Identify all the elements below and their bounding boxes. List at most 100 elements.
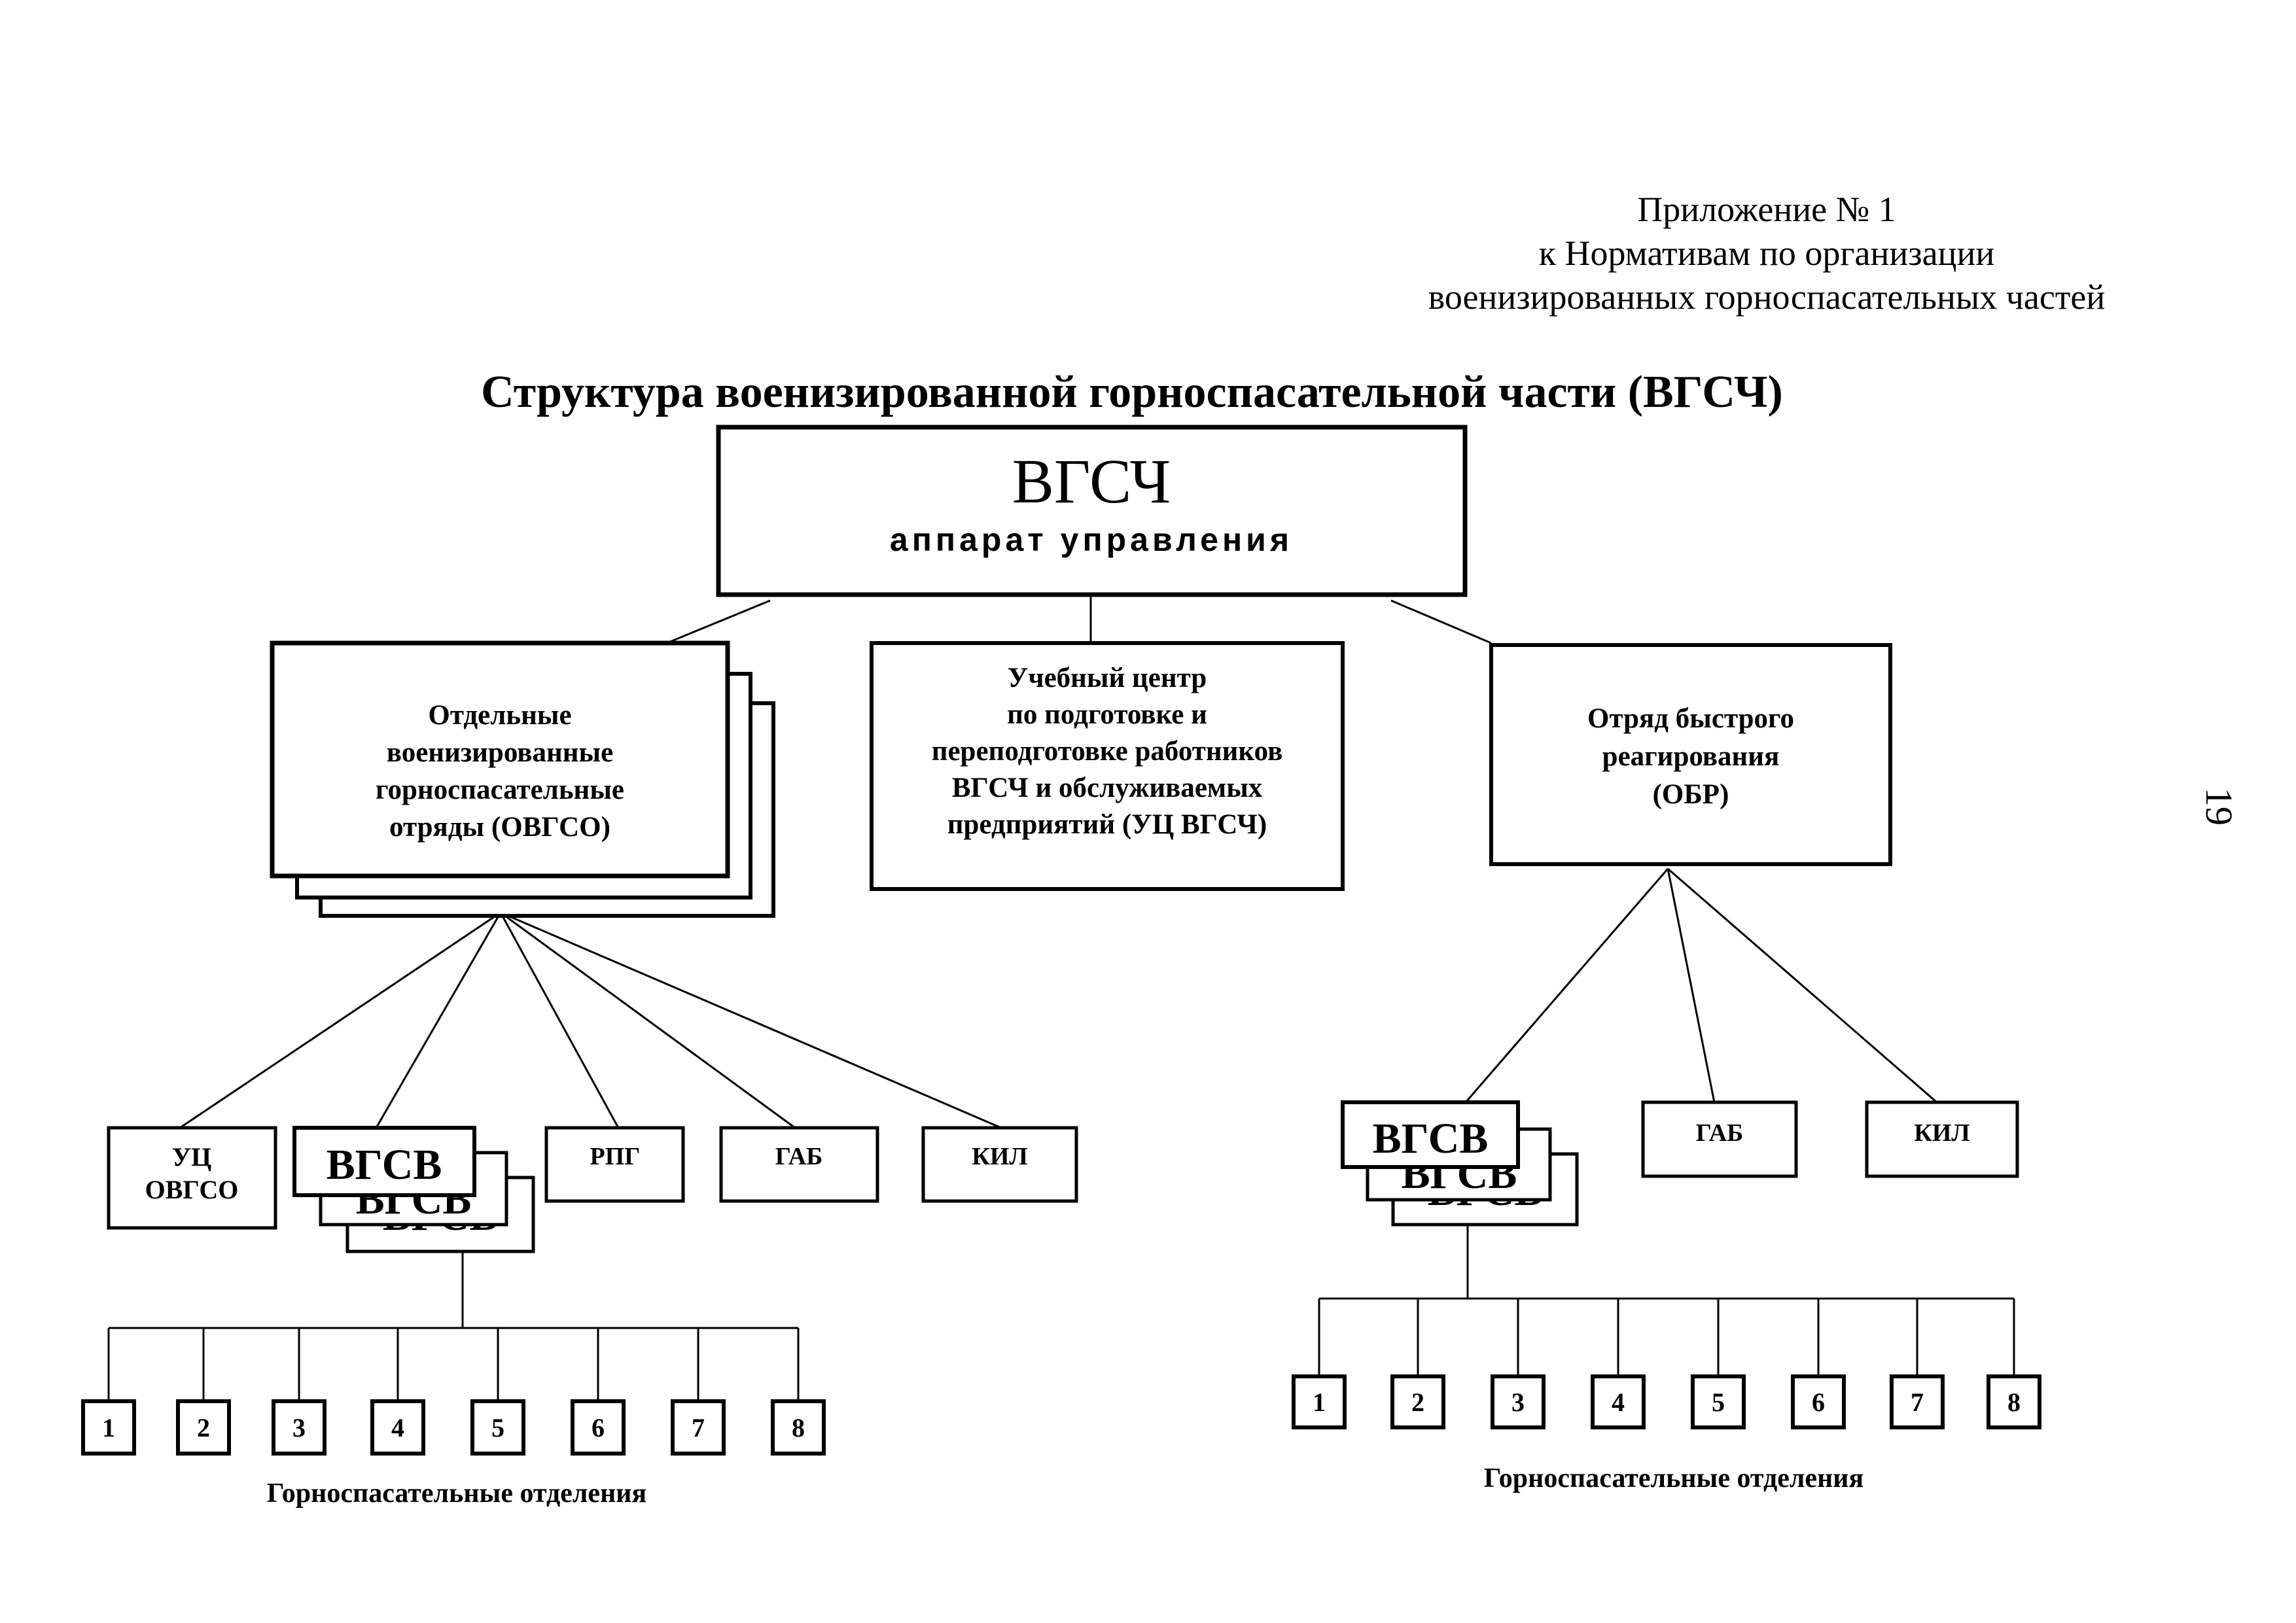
section-number: 6 [592, 1413, 605, 1442]
ovgso-stack-front [270, 640, 730, 879]
uc-ovgso-line-1: УЦ [172, 1142, 211, 1172]
connector-ovgso-kil [500, 911, 1002, 1129]
section-box-frame [176, 1399, 231, 1456]
section-box-frame [1292, 1374, 1347, 1429]
section-box-left[interactable]: 2 [176, 1399, 231, 1456]
kil-right-label: КИЛ [1914, 1119, 1969, 1147]
section-number: 3 [1511, 1387, 1525, 1417]
section-box-frame [571, 1399, 626, 1456]
box-uc-ovgso[interactable]: УЦ ОВГСО [107, 1126, 277, 1230]
section-box-frame [370, 1399, 425, 1456]
root-abbr: ВГСЧ [1012, 446, 1171, 516]
section-box-frame [1791, 1374, 1846, 1429]
section-number: 3 [292, 1413, 306, 1442]
section-box-frame [1890, 1374, 1945, 1429]
section-box-left[interactable]: 8 [771, 1399, 826, 1456]
section-box-frame [1390, 1374, 1445, 1429]
connector-ovgso-rpg [499, 912, 620, 1128]
box-vgsv-left-stack[interactable]: ВГСВ ВГСВ ВГСВ [292, 1126, 535, 1253]
box-kil-right[interactable]: КИЛ [1865, 1100, 2019, 1178]
gab-right-label: ГАБ [1696, 1119, 1744, 1147]
ovgso-line-4: отряды (ОВГСО) [389, 812, 610, 843]
uc-ovgso-line-2: ОВГСО [145, 1175, 239, 1204]
box-vgsv-right-stack[interactable]: ВГСВ ВГСВ ВГСВ [1341, 1100, 1579, 1227]
box-rpg[interactable]: РПГ [544, 1126, 685, 1203]
obr-line-2: реагирования [1602, 741, 1780, 772]
section-box-frame [470, 1399, 525, 1456]
appendix-header: Приложение № 1 к Нормативам по организац… [1428, 190, 2106, 317]
section-box-frame [81, 1399, 136, 1456]
vgsv-right-front [1341, 1100, 1520, 1169]
box-kil-left[interactable]: КИЛ [921, 1126, 1078, 1203]
section-box-right[interactable]: 8 [1987, 1374, 2041, 1429]
box-obr[interactable]: Отряд быстрого реагирования (ОБР) [1489, 643, 1892, 866]
sections-caption-left: Горноспасательные отделения [267, 1478, 646, 1509]
kil-left-label: КИЛ [972, 1143, 1027, 1170]
section-number: 8 [792, 1413, 805, 1442]
connector-ovgso-uc-ovgso [179, 911, 501, 1129]
vgsv-right-front-label: ВГСВ [1373, 1115, 1489, 1162]
section-box-left[interactable]: 4 [370, 1399, 425, 1456]
section-box-left[interactable]: 5 [470, 1399, 525, 1456]
section-box-right[interactable]: 2 [1390, 1374, 1445, 1429]
sections-caption-right: Горноспасательные отделения [1484, 1463, 1863, 1493]
page-title: Структура военизированной горноспасатель… [481, 367, 1783, 417]
section-box-right[interactable]: 4 [1591, 1374, 1646, 1429]
section-number: 7 [692, 1413, 705, 1442]
gab-left-label: ГАБ [775, 1143, 823, 1170]
section-number: 4 [1612, 1387, 1625, 1417]
obr-line-1: Отряд быстрого [1587, 703, 1794, 734]
section-box-frame [272, 1399, 327, 1456]
section-number: 1 [1313, 1387, 1326, 1417]
root-subtitle: аппарат управления [890, 521, 1293, 558]
section-number: 5 [1712, 1387, 1725, 1417]
section-number: 4 [391, 1413, 404, 1442]
section-number: 2 [1411, 1387, 1424, 1417]
ovgso-line-2: военизированные [387, 737, 613, 768]
section-box-frame [1491, 1374, 1545, 1429]
root-box-vgsch[interactable]: ВГСЧ аппарат управления [716, 425, 1468, 597]
box-ovgso[interactable]: Отдельные военизированные горноспасатель… [270, 640, 775, 918]
connectors [107, 595, 2015, 1401]
section-box-frame [1591, 1374, 1646, 1429]
section-box-left[interactable]: 7 [671, 1399, 726, 1456]
ovgso-line-3: горноспасательные [376, 775, 624, 805]
page-number: 19 [2198, 788, 2240, 826]
section-number: 7 [1911, 1387, 1924, 1417]
section-box-frame [771, 1399, 826, 1456]
bus-right-drops [1318, 1299, 2015, 1376]
appendix-line-2: к Нормативам по организации [1539, 234, 1995, 273]
section-box-left[interactable]: 6 [571, 1399, 626, 1456]
bus-left-drops [107, 1328, 800, 1401]
section-number: 8 [2007, 1387, 2021, 1417]
box-uc-vgsch[interactable]: Учебный центр по подготовке и переподгот… [870, 641, 1345, 891]
vgsv-left-front-label: ВГСВ [327, 1141, 442, 1189]
appendix-line-1: Приложение № 1 [1637, 190, 1896, 229]
connector-root-obr [1390, 599, 1492, 644]
rpg-label: РПГ [590, 1143, 641, 1170]
connector-obr-gab [1667, 868, 1716, 1103]
connector-obr-kil [1667, 867, 1937, 1104]
box-gab-left[interactable]: ГАБ [719, 1126, 879, 1203]
connector-ovgso-vgsv [375, 912, 502, 1128]
connector-obr-vgsv [1464, 868, 1669, 1103]
section-number: 6 [1812, 1387, 1825, 1417]
connector-root-ovgso [666, 599, 771, 644]
section-box-right[interactable]: 1 [1292, 1374, 1347, 1429]
section-box-right[interactable]: 5 [1691, 1374, 1746, 1429]
section-number: 5 [491, 1413, 504, 1442]
section-box-right[interactable]: 7 [1890, 1374, 1945, 1429]
uc-line-3: переподготовке работников [932, 736, 1283, 767]
box-gab-right[interactable]: ГАБ [1641, 1100, 1798, 1178]
connector-ovgso-gab [500, 911, 796, 1129]
section-box-frame [1987, 1374, 2041, 1429]
section-box-right[interactable]: 3 [1491, 1374, 1545, 1429]
section-box-left[interactable]: 1 [81, 1399, 136, 1456]
uc-line-4: ВГСЧ и обслуживаемых [952, 773, 1263, 803]
ovgso-line-1: Отдельные [428, 700, 571, 731]
section-box-left[interactable]: 3 [272, 1399, 327, 1456]
section-number: 2 [197, 1413, 210, 1442]
section-box-right[interactable]: 6 [1791, 1374, 1846, 1429]
section-number: 1 [102, 1413, 115, 1442]
